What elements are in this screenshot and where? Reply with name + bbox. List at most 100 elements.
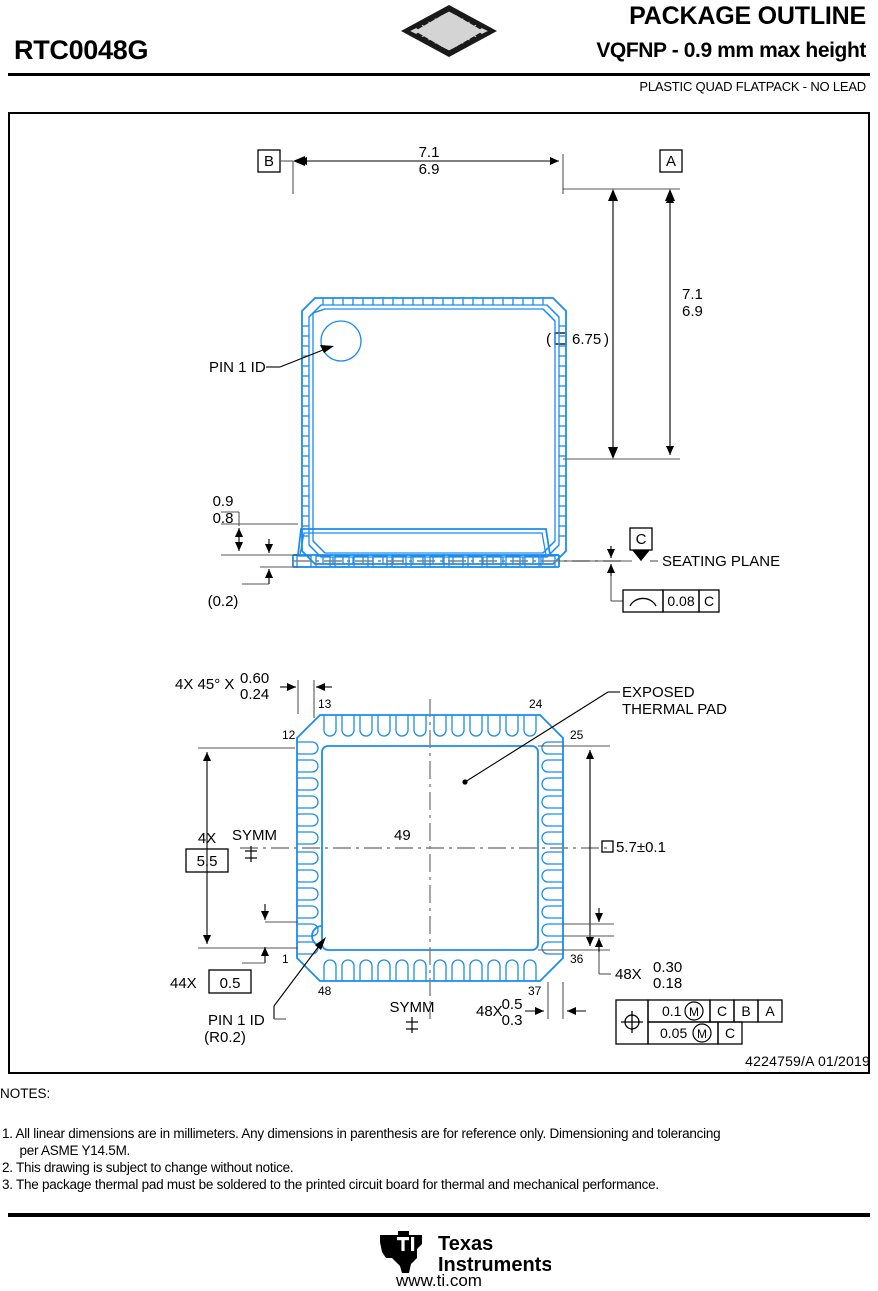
pin-number-12: 12 <box>282 728 296 742</box>
exposed-thermal-pad-callout: EXPOSED THERMAL PAD <box>462 684 727 785</box>
thermal-pad-dimension: 5.7±0.1 <box>538 745 666 951</box>
top-width-min: 6.9 <box>419 161 440 178</box>
mmc-modifier-icon-1 <box>684 1001 704 1021</box>
package-description: PLASTIC QUAD FLATPACK - NO LEAD <box>639 79 866 94</box>
span-dimension: 4X 5.5 <box>185 747 295 949</box>
ti-wordmark-line2: Instruments <box>438 1254 551 1276</box>
side-standoff-dimension: (0.2) <box>208 539 298 610</box>
datum-c-label: C <box>636 531 647 548</box>
pin-number-13: 13 <box>318 697 332 711</box>
symm-text-bottom: SYMM <box>390 999 435 1016</box>
top-height-min: 6.9 <box>682 303 703 320</box>
side-standoff-value: (0.2) <box>208 593 239 610</box>
ti-monogram-icon <box>397 1237 415 1251</box>
coplanarity-symbol-icon <box>629 597 657 607</box>
header-divider <box>8 73 870 76</box>
page-subtitle: VQFNP - 0.9 mm max height <box>596 39 866 62</box>
package-drawing: .pkg { fill:none; stroke:#1a8cf0; stroke… <box>170 144 783 1046</box>
note-item-1-cont: per ASME Y14.5M. <box>2 1143 131 1158</box>
top-view-package-body <box>301 297 567 565</box>
page-title: PACKAGE OUTLINE <box>629 2 866 30</box>
pin-number-48: 48 <box>318 984 332 998</box>
fcf-row2-tol: 0.05 <box>660 1025 687 1041</box>
thermal-pad-pin-number: 49 <box>394 827 411 844</box>
top-height-dimension: 7.1 6.9 <box>563 188 703 460</box>
fcf-row2-datum-c: C <box>725 1025 735 1041</box>
datum-b-label: B <box>264 153 274 170</box>
side-view-group: 0.9 0.8 (0.2) C SEATING PLANE <box>208 493 780 613</box>
seating-plane-label: SEATING PLANE <box>662 553 780 570</box>
note-item-1: 1. All linear dimensions are in millimet… <box>2 1126 721 1141</box>
fcf-row2-mod: M <box>697 1027 707 1041</box>
drawing-frame: .pkg { fill:none; stroke:#1a8cf0; stroke… <box>8 112 870 1074</box>
side-height-min: 0.8 <box>213 510 234 527</box>
lead-width-min: 0.18 <box>653 975 682 992</box>
symm-label-bottom: SYMM <box>390 999 435 1033</box>
footer-divider <box>8 1213 870 1217</box>
body-ref-value: 6.75 <box>572 331 601 348</box>
bottom-view-pin-numbers: 12 13 24 25 36 37 48 1 49 <box>282 697 584 998</box>
top-view-group: B A 7.1 6.9 7.1 6.9 <box>209 144 703 565</box>
thermal-pad-square-symbol-icon <box>601 840 614 853</box>
page-footer: Texas Instruments www.ti.com <box>0 1222 878 1291</box>
fcf-row1-datum-a: A <box>765 1003 775 1019</box>
chamfer-min: 0.24 <box>240 686 269 703</box>
fcf-row1-datum-c: C <box>717 1003 727 1019</box>
chamfer-callout: 4X 45° X 0.60 0.24 <box>175 670 332 718</box>
lead-length-dimension: 48X 0.5 0.3 <box>476 982 586 1029</box>
pin-number-24: 24 <box>529 697 543 711</box>
centerline-symbol-left-icon <box>245 846 257 862</box>
top-width-dimension: 7.1 6.9 <box>292 144 564 194</box>
bottom-view-group: 4X 45° X 0.60 0.24 <box>170 670 783 1046</box>
thermal-pad-dim-value: 5.7±0.1 <box>616 839 666 856</box>
lead-length-max: 0.5 <box>502 996 523 1013</box>
bottom-pin1-label: PIN 1 ID <box>208 1012 265 1029</box>
feature-control-frame: 0.1 M C B A 0.05 M C <box>615 999 783 1045</box>
true-position-symbol-icon <box>621 1011 643 1033</box>
bottom-pin1-radius: (R0.2) <box>204 1029 246 1046</box>
symm-label-left: SYMM <box>232 827 277 862</box>
span-count: 4X <box>198 830 216 847</box>
chamfer-note: 4X 45° X <box>175 676 234 693</box>
lead-width-count: 48X <box>615 966 642 983</box>
ti-website-url: www.ti.com <box>396 1271 482 1290</box>
right-edge-leads <box>559 325 566 537</box>
qfn-package-isometric-icon <box>401 5 497 57</box>
chamfer-max: 0.60 <box>240 670 269 687</box>
top-view-pin1-label: PIN 1 ID <box>209 359 266 376</box>
pin-number-1: 1 <box>282 952 289 966</box>
fcf-row1-mod: M <box>689 1005 699 1019</box>
bottom-view-leads-right <box>541 741 563 955</box>
datum-triangle-icon <box>632 550 650 561</box>
bottom-view-package-body <box>296 714 564 982</box>
pitch-basic-dim-box <box>208 969 252 994</box>
top-width-max: 7.1 <box>419 144 440 161</box>
datum-a: A <box>659 149 683 173</box>
lead-width-max: 0.30 <box>653 959 682 976</box>
seating-plane-group: C SEATING PLANE 0.08 C <box>559 527 780 613</box>
note-item-2: 2. This drawing is subject to change wit… <box>2 1160 294 1175</box>
drawing-number: 4224759/A 01/2019 <box>745 1053 870 1069</box>
flatness-value: 0.08 <box>667 593 694 609</box>
fcf-row1-datum-b: B <box>741 1003 750 1019</box>
pitch-dimension: 44X 0.5 <box>170 904 298 994</box>
span-basic-dim-box <box>185 848 229 873</box>
flatness-datum: C <box>704 593 714 609</box>
body-ref-dimension: ( 6.75 ) <box>546 189 618 459</box>
datum-a-label: A <box>666 153 676 170</box>
thermal-pad-label-2: THERMAL PAD <box>622 701 727 718</box>
pitch-value: 0.5 <box>220 975 241 992</box>
pin-number-25: 25 <box>570 728 584 742</box>
pin-number-36: 36 <box>570 952 584 966</box>
datum-b: B <box>257 149 293 173</box>
bottom-view-leads-top <box>323 715 537 737</box>
lead-length-count: 48X <box>476 1003 503 1020</box>
coplanarity-feature-frame: 0.08 C <box>622 589 720 613</box>
lead-length-min: 0.3 <box>502 1012 523 1029</box>
package-code: RTC0048G <box>14 35 149 65</box>
notes-heading: NOTES: <box>0 1086 51 1101</box>
top-edge-leads <box>322 298 544 305</box>
lead-width-dimension: 48X 0.30 0.18 <box>563 908 682 992</box>
pitch-count: 44X <box>170 975 197 992</box>
top-height-max: 7.1 <box>682 286 703 303</box>
